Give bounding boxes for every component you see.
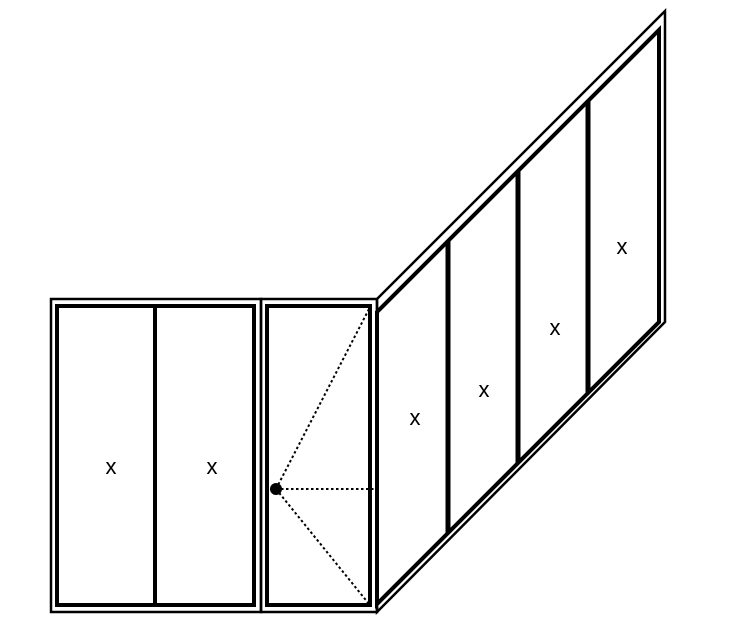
angled-panel-3-label: x [550, 315, 561, 340]
angled-inner-frame [375, 25, 661, 609]
angled-panel-1-label: x [410, 405, 421, 430]
left-window-section [49, 297, 263, 614]
angled-panel-4-label: x [617, 234, 628, 259]
angled-panel-2-label: x [479, 377, 490, 402]
hinge-dot [270, 483, 282, 495]
angled-window-section [375, 7, 667, 616]
door-inner-frame [265, 304, 372, 607]
door-outer-frame [259, 297, 379, 614]
left-panel-2-label: x [207, 454, 218, 479]
swing-line-lower [275, 488, 370, 605]
door-section [259, 297, 379, 614]
swing-line-upper [275, 308, 370, 490]
panel-labels: x x x x x x [106, 234, 628, 479]
left-panel-1-label: x [106, 454, 117, 479]
angled-outer-frame [375, 7, 667, 616]
door-swing-lines [275, 308, 377, 605]
